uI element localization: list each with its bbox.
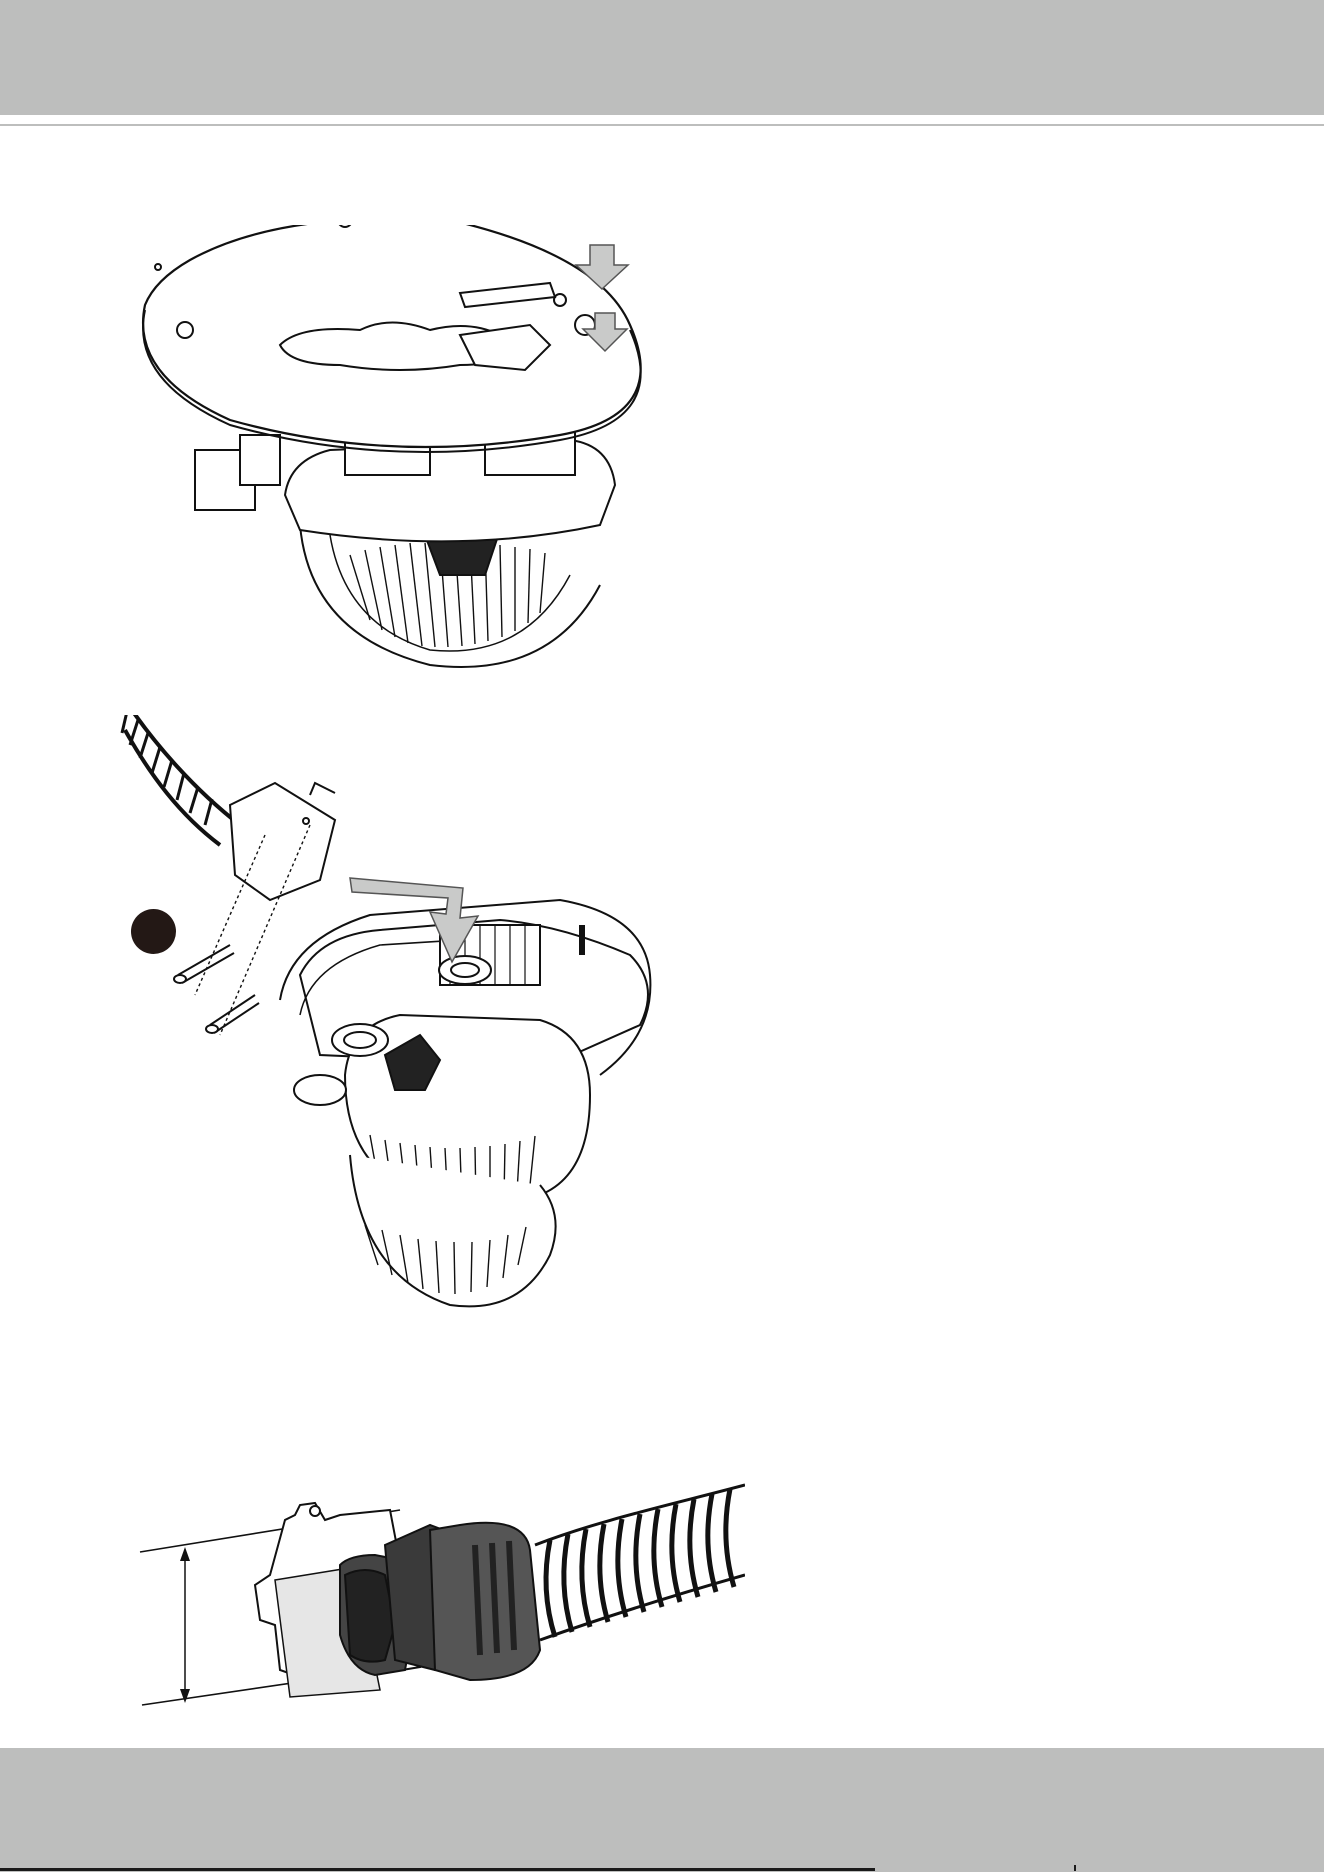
dimension-arrow-icon — [170, 1545, 200, 1705]
arrow-down-icon — [580, 311, 630, 353]
figure-conduit-adapter — [120, 715, 760, 1330]
figure-conduit-fitting-detail — [130, 1415, 745, 1715]
page-header-band — [0, 0, 1324, 115]
page-footer-band — [0, 1748, 1324, 1872]
header-rule — [0, 124, 1324, 126]
step-marker-icon — [131, 909, 176, 954]
footer-tick — [1074, 1865, 1076, 1871]
bent-arrow-icon — [348, 870, 498, 970]
figure-mount-plate — [130, 225, 750, 685]
arrow-down-icon — [572, 243, 632, 291]
footer-rule — [0, 1868, 875, 1871]
